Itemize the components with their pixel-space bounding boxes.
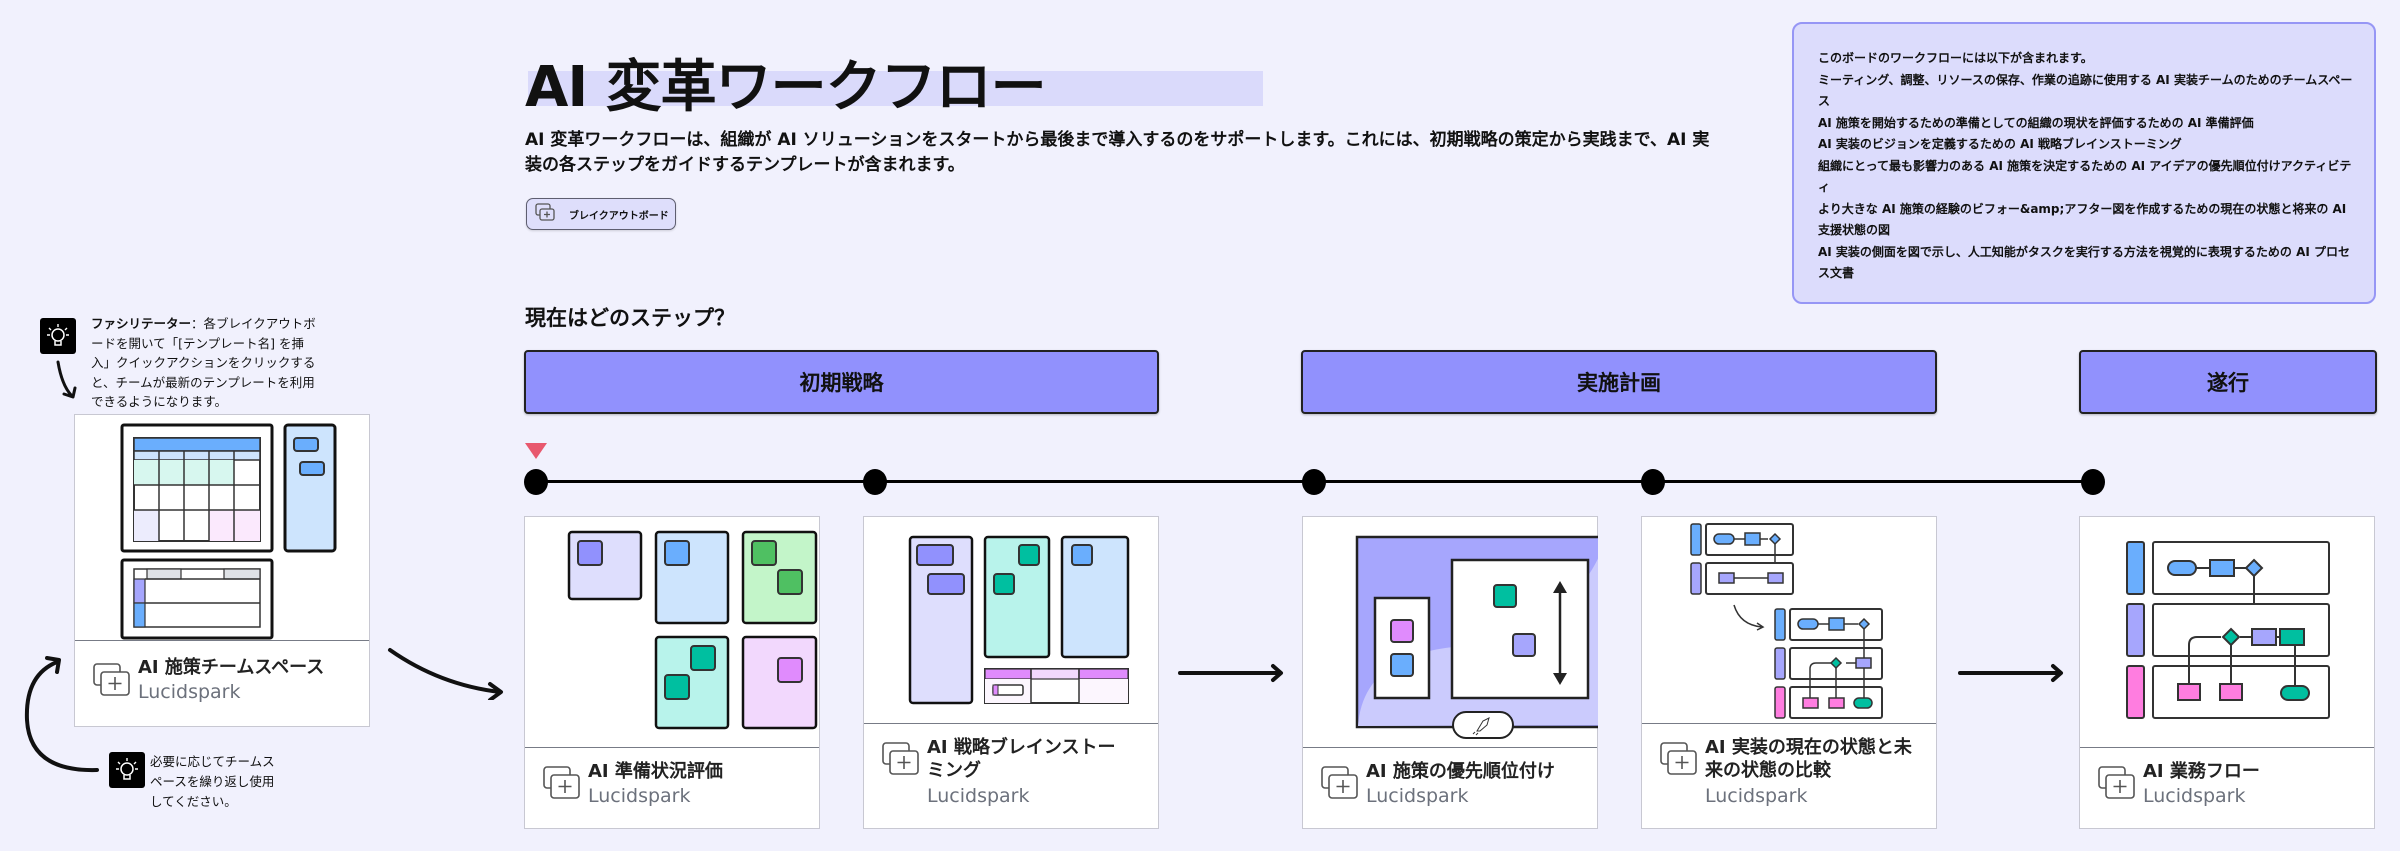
timeline-dot [863,469,887,495]
template-card-prioritization[interactable]: AI 施策の優先順位付け Lucidspark [1302,516,1598,829]
template-card-readiness[interactable]: AI 準備状況評価 Lucidspark [524,516,820,829]
card-footer: AI 戦略ブレインストーミング Lucidspark [864,723,1158,828]
lightbulb-icon [40,318,76,354]
info-line: AI 実装のビジョンを定義するための AI 戦略ブレインストーミング [1818,137,2182,151]
info-line: より大きな AI 施策の経験のビフォー&amp;アフター図を作成するための現在の… [1818,201,2347,238]
add-board-icon [543,766,581,806]
card-title: AI 施策チームスペース [138,657,325,678]
card-footer: AI 施策の優先順位付け Lucidspark [1303,747,1597,828]
reuse-tip: 必要に応じてチームスペースを繰り返し使用してください。 [150,754,275,809]
breakout-board-label: ブレイクアウトボード [569,210,669,222]
timeline-dot [1641,469,1665,495]
info-line: 組織にとって最も影響力のある AI 施策を決定するための AI アイデアの優先順… [1818,158,2352,195]
add-board-icon [93,663,131,703]
workflow-info-box: このボードのワークフローには以下が含まれます。 ミーティング、調整、リソースの保… [1792,22,2376,304]
current-step-marker[interactable] [525,443,547,459]
timeline-dot [1302,469,1326,495]
card-thumbnail [75,415,369,640]
timeline-dot [2081,469,2105,495]
arrow-connector [1178,664,1283,682]
add-board-icon [2098,766,2136,806]
info-line: このボードのワークフローには以下が含まれます。 [1818,51,2093,65]
breakout-board-button[interactable]: ブレイクアウトボード [526,198,676,230]
card-footer: AI 実装の現在の状態と未来の状態の比較 Lucidspark [1642,723,1936,828]
card-thumbnail [525,517,819,747]
lightbulb-icon [109,752,145,788]
card-app: Lucidspark [2143,785,2246,807]
card-title: AI 業務フロー [2143,761,2260,782]
card-app: Lucidspark [927,785,1030,807]
card-footer: AI 施策チームスペース Lucidspark [75,640,369,726]
add-board-icon [1660,742,1698,782]
template-card-brainstorming[interactable]: AI 戦略ブレインストーミング Lucidspark [863,516,1159,829]
timeline-dot [524,469,548,495]
card-thumbnail [1303,517,1598,747]
step-question: 現在はどのステップ？ [525,306,735,330]
card-title: AI 実装の現在の状態と未来の状態の比較 [1705,737,1912,781]
card-title: AI 準備状況評価 [588,761,723,782]
facilitator-text: ：各ブレイクアウトボードを開いて「[テンプレート名] を挿入」クイックアクション… [91,316,316,409]
arrow-connector [388,648,503,700]
arrow-connector [1958,664,2063,682]
add-board-icon [882,742,920,782]
phase-implementation-plan[interactable]: 実施計画 [1301,350,1937,414]
card-thumbnail [2080,517,2374,747]
template-card-process-flow[interactable]: AI 業務フロー Lucidspark [2079,516,2375,829]
facilitator-tip: ファシリテーター：各ブレイクアウトボードを開いて「[テンプレート名] を挿入」ク… [91,314,316,412]
facilitator-label: ファシリテーター [91,316,192,331]
card-app: Lucidspark [588,785,691,807]
card-app: Lucidspark [1705,785,1808,807]
card-footer: AI 準備状況評価 Lucidspark [525,747,819,828]
add-board-icon [1321,766,1359,806]
add-board-icon [535,202,557,226]
tip-arrow [56,360,77,399]
page-description: AI 変革ワークフローは、組織が AI ソリューションをスタートから最後まで導入… [525,130,1710,175]
info-line: AI 施策を開始するための準備としての組織の現状を評価するための AI 準備評価 [1818,115,2254,130]
template-card-current-future[interactable]: AI 実装の現在の状態と未来の状態の比較 Lucidspark [1641,516,1937,829]
loop-arrow [24,656,99,773]
info-line: AI 実装の側面を図で示し、人工知能がタスクを実行する方法を視覚的に表現するため… [1818,244,2351,281]
card-title: AI 施策の優先順位付け [1366,761,1555,782]
card-footer: AI 業務フロー Lucidspark [2080,747,2374,828]
phase-execution[interactable]: 遂行 [2079,350,2377,414]
card-app: Lucidspark [1366,785,1469,807]
card-title: AI 戦略ブレインストーミング [927,737,1116,781]
title-highlight [528,71,1263,106]
card-thumbnail [1642,517,1936,727]
info-line: ミーティング、調整、リソースの保存、作業の追跡に使用する AI 実装チームのため… [1818,72,2353,109]
card-app: Lucidspark [138,681,241,703]
card-thumbnail [864,517,1158,727]
page-title: AI 変革ワークフロー [525,55,1047,120]
phase-initial-strategy[interactable]: 初期戦略 [524,350,1159,414]
template-card-team-space[interactable]: AI 施策チームスペース Lucidspark [74,414,370,727]
